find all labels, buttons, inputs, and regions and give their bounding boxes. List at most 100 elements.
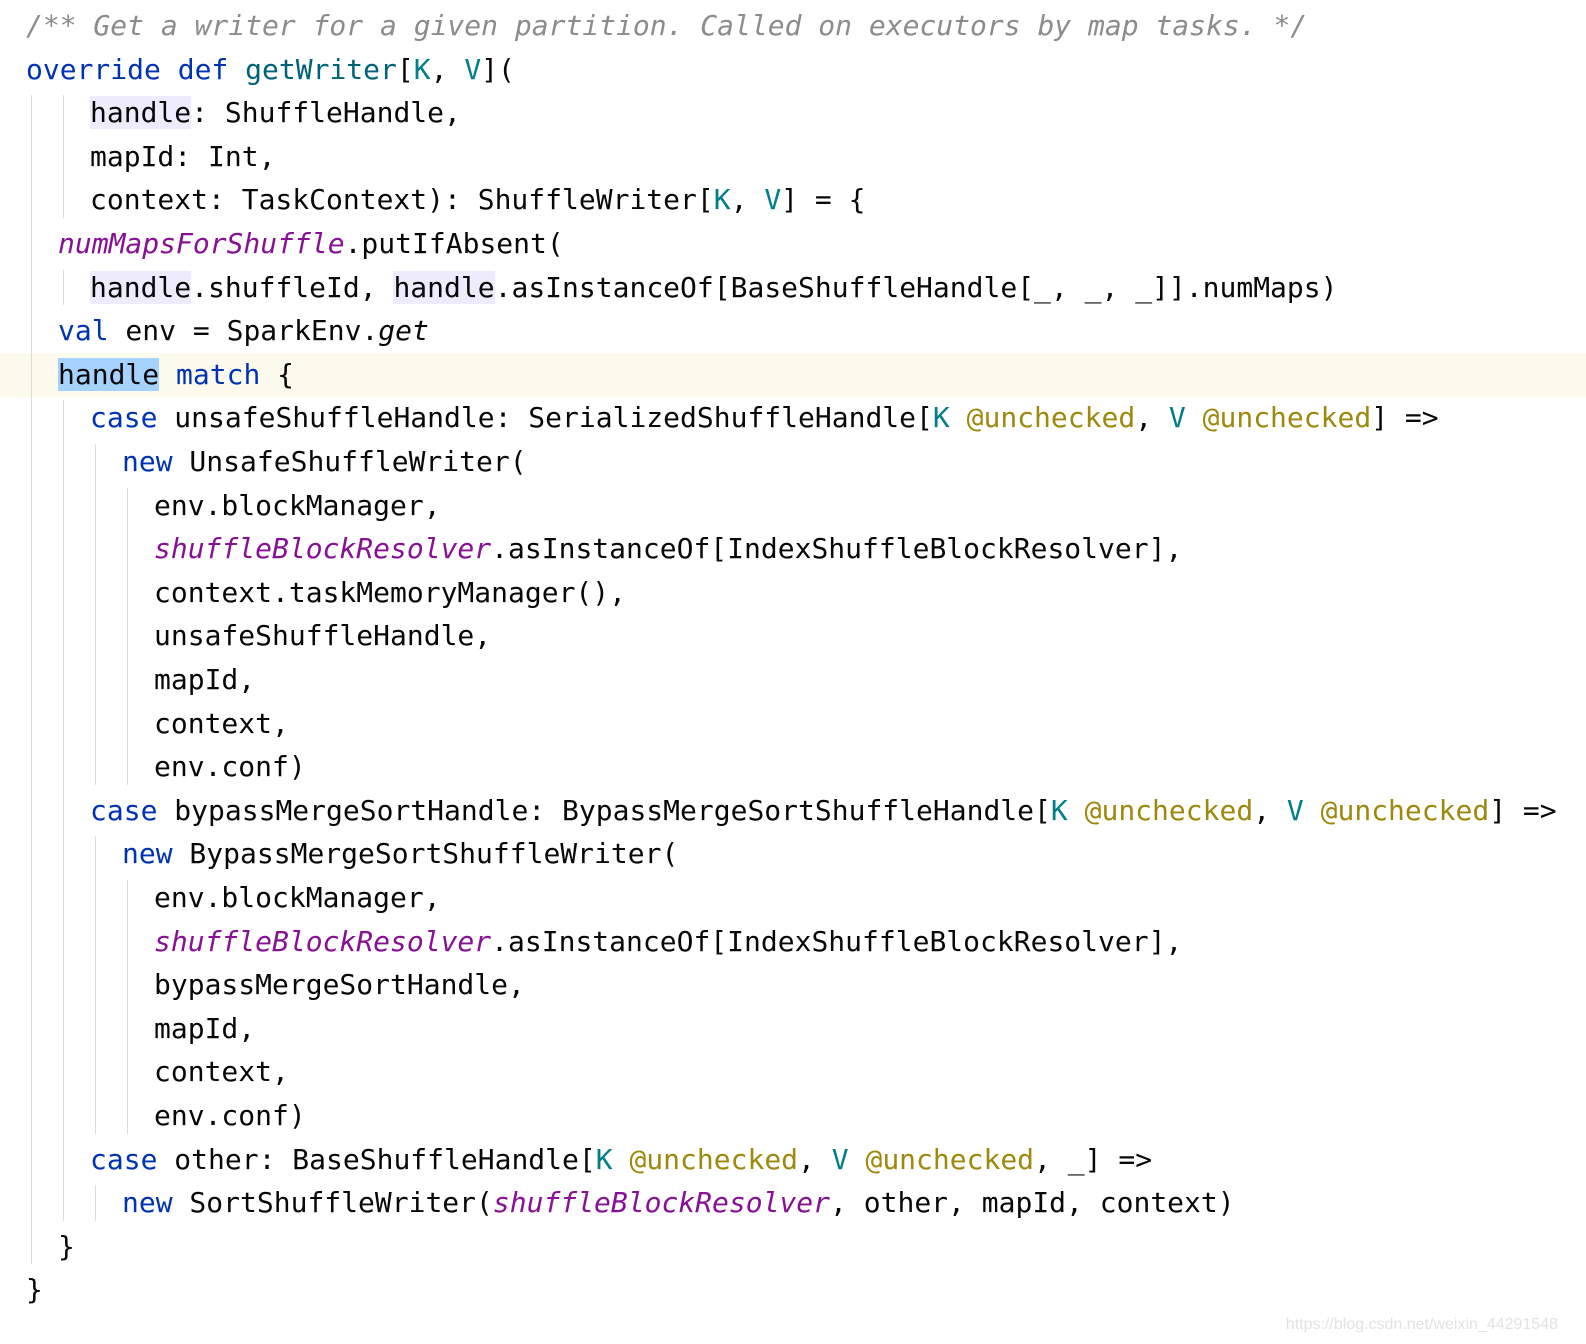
code-line[interactable]: handle match { [0, 352, 1586, 397]
code-token: other: BaseShuffleHandle[ [157, 1142, 596, 1176]
code-line-text: handle match { [58, 353, 294, 397]
code-line[interactable]: env.blockManager, [0, 484, 1586, 528]
indent-guide [127, 487, 128, 785]
code-token [1186, 401, 1203, 434]
code-token: } [26, 1273, 43, 1307]
code-line[interactable]: context, [0, 1050, 1586, 1094]
code-token: unsafeShuffleHandle, [154, 619, 492, 653]
code-token: context, [154, 706, 289, 740]
code-line[interactable]: new BypassMergeSortShuffleWriter( [0, 832, 1586, 876]
code-token: ] => [1371, 401, 1439, 435]
code-token: context: TaskContext): ShuffleWriter[ [90, 183, 714, 217]
code-line[interactable]: numMapsForShuffle.putIfAbsent( [0, 222, 1586, 266]
code-token: handle [58, 357, 160, 391]
code-token [228, 53, 245, 86]
code-token: new [122, 1186, 173, 1220]
code-line-text: env.blockManager, [154, 484, 441, 528]
code-token: , [798, 1142, 832, 1176]
code-token: V [831, 1142, 849, 1176]
code-line[interactable]: handle.shuffleId, handle.asInstanceOf[Ba… [0, 266, 1586, 310]
code-line[interactable]: unsafeShuffleHandle, [0, 614, 1586, 658]
code-token: @unchecked [1084, 793, 1254, 827]
code-line[interactable]: context.taskMemoryManager(), [0, 571, 1586, 615]
code-token: new [122, 837, 173, 871]
code-token: env.blockManager, [154, 488, 441, 522]
code-line[interactable]: case other: BaseShuffleHandle[K @uncheck… [0, 1138, 1586, 1182]
code-line[interactable]: mapId, [0, 658, 1586, 702]
code-token: @unchecked [966, 401, 1136, 435]
code-line[interactable]: } [0, 1225, 1586, 1269]
code-token: handle [90, 96, 192, 130]
code-line-text: handle: ShuffleHandle, [90, 91, 461, 135]
code-token: , [1253, 793, 1287, 827]
code-line-text: mapId, [154, 658, 255, 702]
code-token: shuffleBlockResolver [154, 532, 492, 566]
code-token: V [1168, 401, 1186, 435]
code-line[interactable]: context, [0, 702, 1586, 746]
code-line-text: mapId, [154, 1007, 255, 1051]
code-line[interactable]: context: TaskContext): ShuffleWriter[K, … [0, 178, 1586, 222]
code-line-text: } [26, 1268, 43, 1312]
code-token: mapId, [154, 663, 256, 696]
code-token: numMapsForShuffle [58, 227, 345, 260]
code-line[interactable]: override def getWriter[K, V]( [0, 48, 1586, 92]
code-token: handle [90, 270, 192, 304]
code-line-text: context: TaskContext): ShuffleWriter[K, … [90, 178, 865, 222]
code-token: .asInstanceOf[IndexShuffleBlockResolver]… [491, 924, 1183, 958]
code-line[interactable]: new SortShuffleWriter(shuffleBlockResolv… [0, 1181, 1586, 1225]
code-line[interactable]: env.conf) [0, 745, 1586, 789]
code-token: case [90, 1142, 158, 1176]
code-line-text: new UnsafeShuffleWriter( [122, 440, 527, 484]
code-token: getWriter [245, 52, 397, 86]
code-token [950, 401, 967, 434]
indent-guide [63, 269, 64, 306]
code-line-text: env.conf) [154, 1094, 306, 1138]
code-line[interactable]: case unsafeShuffleHandle: SerializedShuf… [0, 396, 1586, 440]
code-line[interactable]: case bypassMergeSortHandle: BypassMergeS… [0, 789, 1586, 833]
code-token: @unchecked [865, 1142, 1035, 1176]
code-token: case [90, 793, 158, 827]
code-token: K [713, 183, 731, 217]
code-token: SortShuffleWriter( [172, 1186, 493, 1220]
code-line-text: new BypassMergeSortShuffleWriter( [122, 832, 678, 876]
code-line[interactable]: shuffleBlockResolver.asInstanceOf[IndexS… [0, 920, 1586, 964]
code-token: bypassMergeSortHandle: BypassMergeSortSh… [157, 793, 1051, 827]
code-line[interactable]: new UnsafeShuffleWriter( [0, 440, 1586, 484]
code-token: ]( [481, 52, 515, 86]
code-token: shuffleBlockResolver [154, 924, 492, 958]
code-line-text: } [58, 1225, 75, 1269]
code-token: case [90, 401, 158, 435]
code-line[interactable]: handle: ShuffleHandle, [0, 91, 1586, 135]
code-line[interactable]: env.blockManager, [0, 876, 1586, 920]
code-line[interactable]: mapId: Int, [0, 135, 1586, 179]
code-token: get [378, 314, 429, 348]
code-token: .asInstanceOf[IndexShuffleBlockResolver]… [491, 532, 1183, 566]
code-line-text: case bypassMergeSortHandle: BypassMergeS… [90, 789, 1557, 833]
code-token: .shuffleId, [191, 270, 394, 304]
code-token: bypassMergeSortHandle, [154, 968, 525, 1002]
code-token: @unchecked [1320, 793, 1490, 827]
code-line[interactable]: val env = SparkEnv.get [0, 309, 1586, 353]
code-line[interactable]: mapId, [0, 1007, 1586, 1051]
code-line-text: handle.shuffleId, handle.asInstanceOf[Ba… [90, 266, 1337, 310]
code-line[interactable]: env.conf) [0, 1094, 1586, 1138]
code-token: BypassMergeSortShuffleWriter( [172, 837, 679, 871]
code-line-text: mapId: Int, [90, 135, 275, 179]
code-line[interactable]: bypassMergeSortHandle, [0, 963, 1586, 1007]
code-line-text: bypassMergeSortHandle, [154, 963, 525, 1007]
code-token: shuffleBlockResolver [492, 1186, 831, 1220]
code-token: , [1135, 401, 1169, 435]
code-token: K [595, 1142, 613, 1176]
code-line[interactable]: shuffleBlockResolver.asInstanceOf[IndexS… [0, 527, 1586, 571]
code-token: V [764, 183, 782, 217]
code-token [161, 53, 178, 86]
code-token: @unchecked [1202, 401, 1372, 435]
code-token [1304, 794, 1321, 827]
watermark: https://blog.csdn.net/weixin_44291548 [1285, 1316, 1558, 1333]
code-line-text: case other: BaseShuffleHandle[K @uncheck… [90, 1138, 1152, 1182]
code-line[interactable]: /** Get a writer for a given partition. … [0, 4, 1586, 48]
code-line[interactable]: } [0, 1268, 1586, 1312]
code-token: V [1286, 793, 1304, 827]
code-token: , [430, 52, 465, 86]
